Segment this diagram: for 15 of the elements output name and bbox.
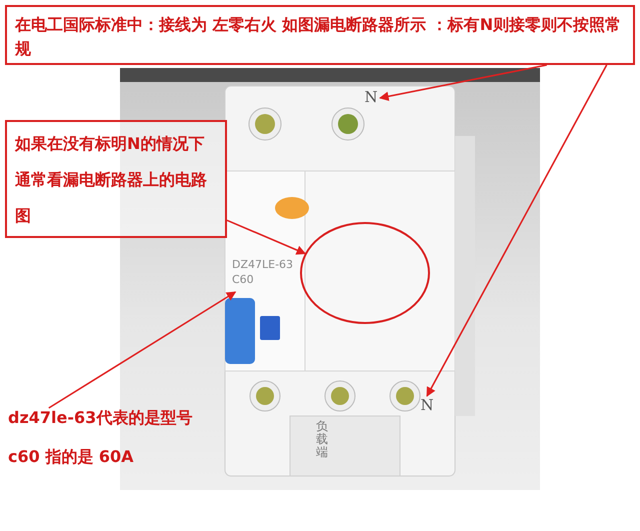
model-marking: C60 [232, 273, 255, 286]
arrow [379, 64, 547, 102]
terminal-mark: N [362, 88, 380, 108]
note-text: c60 指的是 60A [8, 447, 135, 468]
arrow [226, 220, 306, 255]
note-box [5, 5, 635, 65]
model-marking: DZ47LE-63 [232, 258, 294, 271]
note-text: 如果在没有标明N的情况下通常看漏电断路器上的电路图 [15, 133, 208, 227]
note-text: dz47le-63代表的是型号 [8, 408, 194, 429]
terminal-mark: N [418, 396, 436, 416]
terminal-label: 负载端 [316, 420, 328, 460]
note-box [5, 120, 227, 238]
arrow [426, 64, 608, 397]
note-text: 在电工国际标准中：接线为 左零右火 如图漏电断路器所示 ：标有N则接零则不按照常规 [15, 14, 622, 60]
arrow [48, 291, 236, 409]
